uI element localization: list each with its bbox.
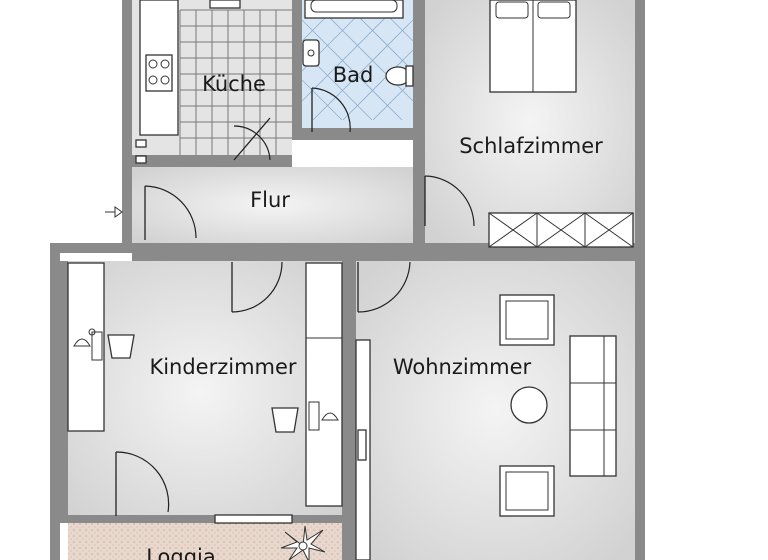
door-wohnzimmer[interactable] xyxy=(357,261,411,313)
sofa xyxy=(569,335,617,477)
room-label-kueche: Küche xyxy=(202,72,266,96)
door-schlafzimmer[interactable] xyxy=(424,175,475,227)
loggia-window xyxy=(214,514,293,524)
room-label-bad: Bad xyxy=(333,63,374,87)
kitchen-counter xyxy=(135,0,241,164)
door-bad[interactable] xyxy=(311,87,351,133)
room-label-flur: Flur xyxy=(250,188,290,212)
round-table xyxy=(510,386,548,424)
door-kinderzimmer[interactable] xyxy=(231,261,283,313)
wardrobe-kinderzimmer xyxy=(271,262,343,507)
flur-floor xyxy=(132,167,413,243)
wardrobe xyxy=(488,212,634,248)
door-loggia[interactable] xyxy=(115,451,170,516)
room-label-schlafzimmer: Schlafzimmer xyxy=(459,134,603,158)
double-bed xyxy=(489,0,577,93)
sliding-door-wohnzimmer xyxy=(355,339,371,560)
plant-icon xyxy=(280,525,326,560)
sink xyxy=(302,39,320,67)
armchair-bottom xyxy=(499,465,555,517)
kitchen-tiles xyxy=(179,9,292,155)
toilet xyxy=(385,65,414,87)
room-label-loggia: Loggia xyxy=(146,545,216,560)
bad-floor xyxy=(302,0,413,128)
kinderzimmer-floor xyxy=(60,261,342,523)
door-kueche[interactable] xyxy=(233,117,271,161)
entrance-arrow-icon xyxy=(105,206,123,218)
room-label-wohnzimmer: Wohnzimmer xyxy=(393,355,532,379)
door-entrance[interactable] xyxy=(144,185,197,240)
desk-lamp-icon xyxy=(88,328,96,336)
bathtub xyxy=(304,0,404,19)
room-label-kinderzimmer: Kinderzimmer xyxy=(149,355,296,379)
armchair-top xyxy=(499,294,555,346)
desk-left xyxy=(67,262,135,432)
